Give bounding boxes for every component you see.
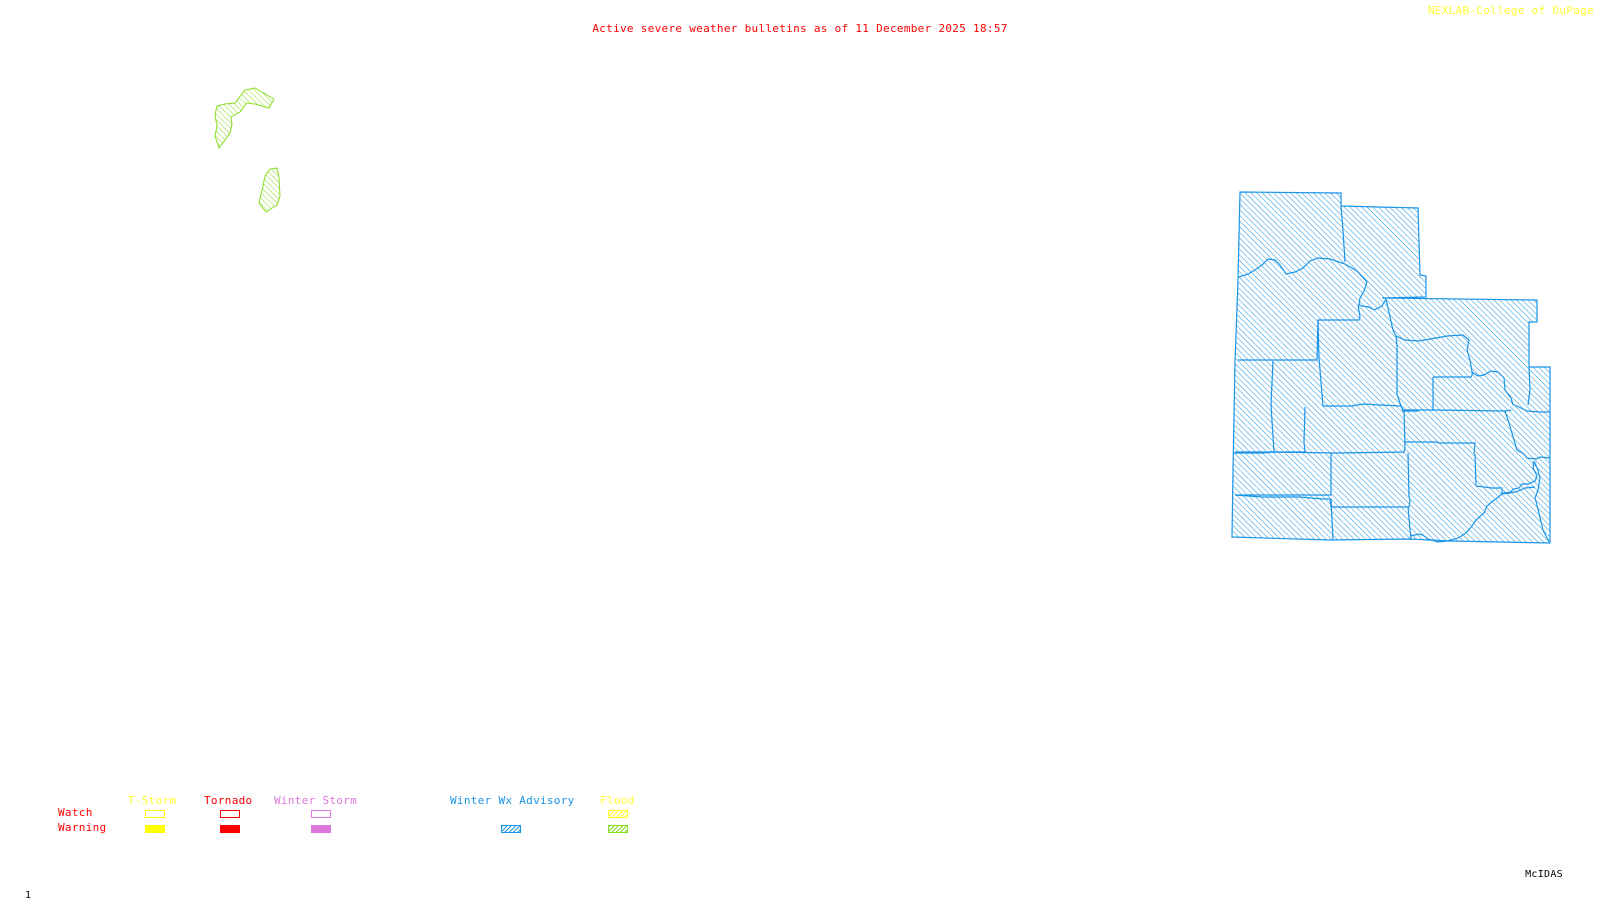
- flood-warning-polygon[interactable]: [214, 87, 275, 150]
- legend-col-winter-wx-advisory: Winter Wx Advisory: [450, 794, 575, 807]
- flood-watch-swatch: [608, 810, 628, 818]
- legend-row-watch: Watch: [58, 806, 93, 819]
- frame-number: 1: [25, 890, 32, 901]
- winter-wx-advisory-swatch: [501, 825, 521, 833]
- legend-row-warning: Warning: [58, 821, 107, 834]
- bulletin-title: Active severe weather bulletins as of 11…: [592, 22, 1008, 35]
- legend-col-winter-storm: Winter Storm: [274, 794, 358, 807]
- flood-warning-swatch: [608, 825, 628, 833]
- flood-warning-polygon[interactable]: [258, 167, 281, 213]
- winter-storm-warning-swatch: [311, 825, 331, 833]
- winter-wx-advisory-region[interactable]: [1231, 191, 1551, 544]
- tornado-warning-swatch: [220, 825, 240, 833]
- legend-col-tstorm: T-Storm: [128, 794, 177, 807]
- county-boundaries: [1234, 205, 1551, 544]
- tornado-watch-swatch: [220, 810, 240, 818]
- winter-storm-watch-swatch: [311, 810, 331, 818]
- legend-col-flood: Flood: [600, 794, 635, 807]
- tstorm-watch-swatch: [145, 810, 165, 818]
- legend-col-tornado: Tornado: [204, 794, 253, 807]
- software-label: McIDAS: [1525, 869, 1563, 880]
- credit-label: NEXLAB-College of DuPage: [1427, 4, 1594, 17]
- tstorm-warning-swatch: [145, 825, 165, 833]
